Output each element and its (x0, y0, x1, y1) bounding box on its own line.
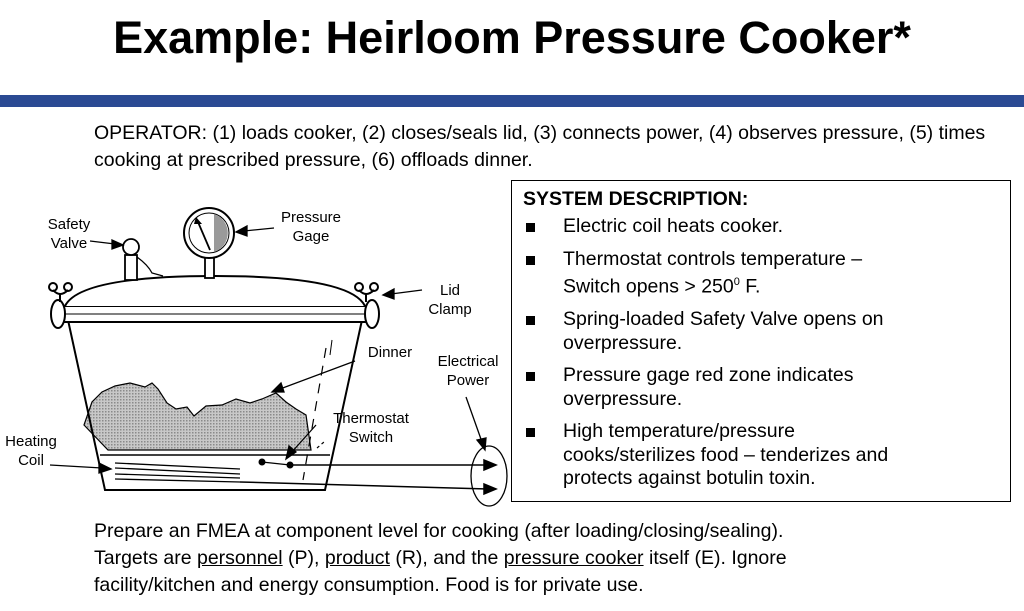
lid (64, 274, 366, 307)
bullet-icon (526, 223, 535, 232)
target-personnel: personnel (196, 547, 283, 569)
pressure-gage (183, 207, 235, 279)
thermostat-switch (258, 458, 294, 469)
operator-text: OPERATOR: (1) loads cooker, (2) closes/s… (94, 122, 986, 171)
bullet-icon (526, 255, 535, 265)
lid-clamp-left (48, 282, 73, 329)
page-title: Example: Heirloom Pressure Cooker* (113, 12, 911, 63)
dinner-food (83, 382, 312, 451)
pot-body (67, 319, 363, 491)
target-product: product (324, 547, 390, 569)
label-thermostat-switch: Thermostat Switch (333, 410, 409, 446)
label-pressure-gage: Pressure Gage (280, 209, 342, 245)
list-item: Spring-loaded Safety Valve opens on over… (523, 308, 1000, 355)
system-description-box: SYSTEM DESCRIPTION: Electric coil heats … (511, 180, 1011, 502)
lid-clamp-right (354, 282, 380, 329)
target-pressure-cooker: pressure cooker (503, 547, 644, 569)
label-safety-valve: Safety Valve (47, 216, 91, 252)
safety-valve (122, 238, 164, 281)
list-item: High temperature/pressure cooks/steriliz… (523, 420, 1000, 491)
system-description-list: Electric coil heats cooker. Thermostat c… (523, 215, 1000, 491)
list-item: Thermostat controls temperature – Switch… (523, 248, 1000, 300)
bullet-icon (526, 372, 535, 381)
label-electrical-power: Electrical Power (437, 353, 499, 389)
electrical-power-plug (470, 445, 508, 507)
bullet-icon (526, 428, 535, 437)
fmea-instructions: Prepare an FMEA at component level for c… (94, 520, 787, 596)
label-lid-clamp: Lid Clamp (428, 282, 472, 318)
title-rule (0, 95, 1024, 107)
bullet-icon (526, 316, 535, 325)
label-heating-coil: Heating Coil (5, 433, 57, 469)
pressure-cooker-diagram (48, 207, 508, 507)
system-description-heading: SYSTEM DESCRIPTION: (523, 188, 749, 210)
list-item: Pressure gage red zone indicates overpre… (523, 364, 1000, 411)
label-dinner: Dinner (367, 344, 413, 361)
heating-coil (114, 462, 241, 483)
list-item: Electric coil heats cooker. (523, 215, 1000, 239)
